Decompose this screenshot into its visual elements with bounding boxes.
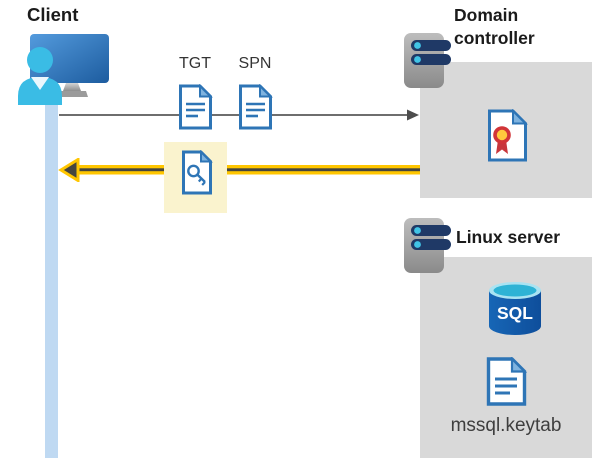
tgt-document-icon bbox=[179, 84, 213, 130]
spn-label: SPN bbox=[238, 55, 272, 72]
document-key-icon bbox=[182, 150, 213, 195]
spn-document-icon bbox=[239, 84, 273, 130]
linux-server-icon bbox=[404, 218, 451, 273]
client-label: Client bbox=[27, 4, 79, 25]
domain-controller-server-icon bbox=[404, 33, 451, 88]
sql-text: SQL bbox=[497, 303, 533, 323]
request-arrow-icon bbox=[59, 109, 419, 121]
domain-controller-label: Domain controller bbox=[454, 5, 535, 48]
sql-database-icon: SQL bbox=[489, 282, 541, 335]
keytab-filename: mssql.keytab bbox=[450, 415, 562, 436]
keytab-document-icon bbox=[486, 357, 527, 406]
certificate-icon bbox=[488, 109, 528, 162]
linux-server-label: Linux server bbox=[456, 227, 561, 247]
response-arrow-icon bbox=[58, 158, 420, 182]
user-workstation-icon bbox=[18, 34, 109, 105]
client-lifeline-bar bbox=[45, 94, 58, 458]
tgt-label: TGT bbox=[179, 55, 211, 72]
